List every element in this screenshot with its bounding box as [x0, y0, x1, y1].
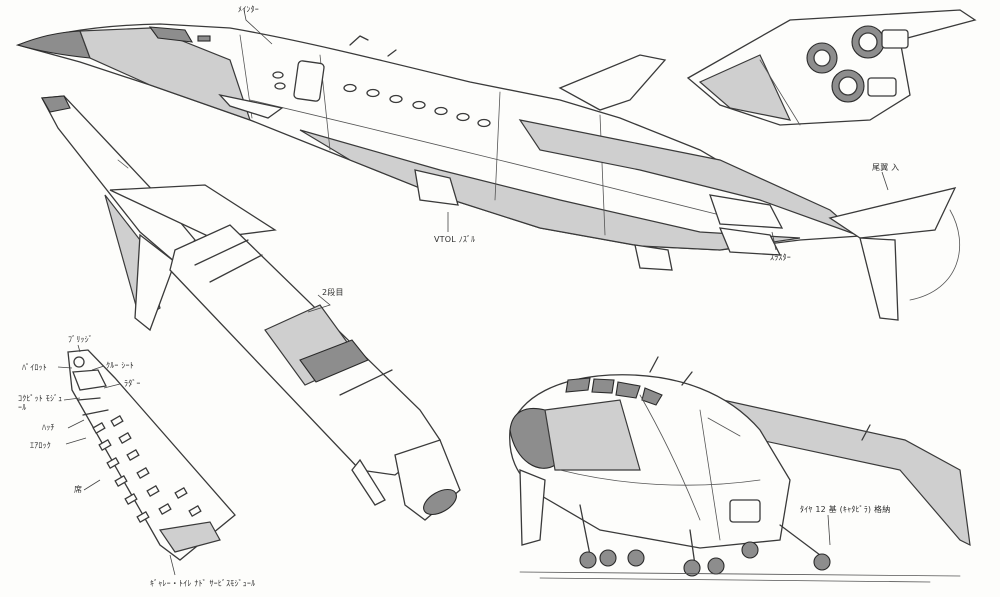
engine-cluster-detail [686, 9, 977, 126]
seat-grid [92, 415, 202, 523]
label-airlock: ｴｱﾛｯｸ [30, 441, 51, 450]
spaceplane-perspective-view [509, 356, 971, 583]
label-crew-top: ﾌﾞﾘｯｼﾞ [68, 335, 93, 344]
label-hatch: ﾊｯﾁ [42, 423, 55, 432]
label-seats: 席 [74, 485, 83, 494]
label-tail: 尾翼 入 [872, 163, 900, 172]
label-crew-seat: ｸﾙｰ ｼｰﾄ [106, 361, 134, 370]
porthole-row [343, 83, 491, 128]
label-pilot: ﾊﾟｲﾛｯﾄ [22, 363, 47, 372]
label-cockpit-module: ｺｸﾋﾟｯﾄ ﾓｼﾞｭｰﾙ [18, 394, 63, 412]
crew-module-cutaway [57, 344, 236, 576]
label-landing-gear: ﾀｲﾔ 12 基 (ｷｬﾀﾋﾟﾗ) 格納 [800, 505, 891, 514]
spaceplane-side-view [15, 9, 961, 321]
label-nose-note: ﾒｲﾝﾀｰ [238, 5, 259, 14]
label-stabilizer: ｽﾗｽﾀｰ [770, 253, 791, 262]
label-second-stage: 2段目 [322, 288, 344, 297]
landing-gear [579, 499, 831, 577]
label-connector: ﾗﾀﾞｰ [124, 379, 141, 388]
label-service-module: ｷﾞｬﾚｰ・ﾄｲﾚ ﾅﾄﾞ ｻｰﾋﾞｽﾓｼﾞｭｰﾙ [150, 579, 256, 588]
launch-vehicle-diagonal [40, 95, 461, 521]
label-vtol-pod: VTOL ﾉｽﾞﾙ [434, 235, 476, 244]
